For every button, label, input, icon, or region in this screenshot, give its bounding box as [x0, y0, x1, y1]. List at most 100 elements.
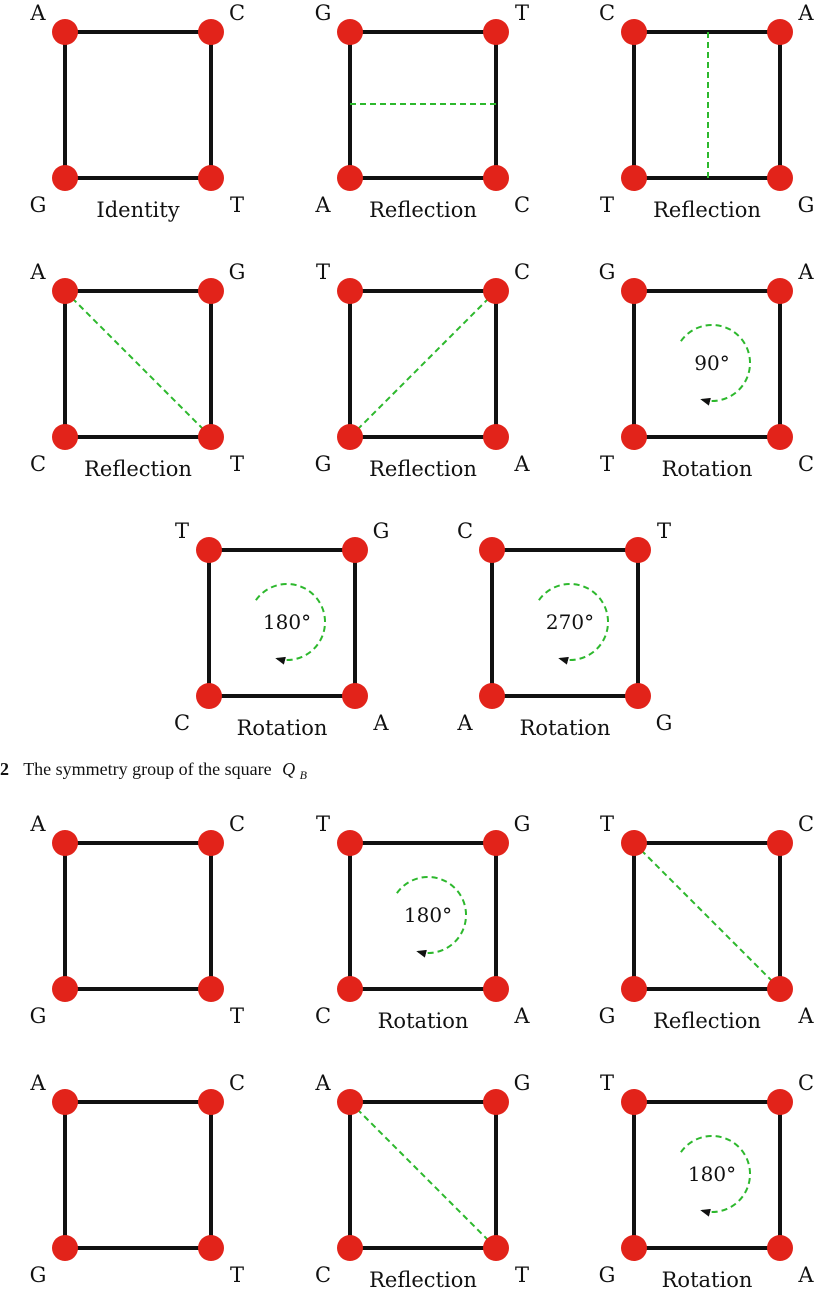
vertex-bottom-left [52, 424, 78, 450]
corner-label-top-left: A [29, 260, 46, 284]
reflection-axis-diagonal [64, 290, 212, 438]
square-outline [490, 548, 640, 698]
vertex-top-left [337, 830, 363, 856]
corner-label-bottom-right: A [513, 1004, 530, 1028]
corner-label-top-right: C [229, 1, 245, 25]
corner-label-bottom-left: G [315, 452, 332, 476]
corner-label-bottom-left: C [174, 711, 190, 735]
corner-label-bottom-left: G [30, 1004, 47, 1028]
vertex-top-right [767, 1089, 793, 1115]
operation-caption: Rotation [662, 457, 753, 481]
corner-label-top-left: G [599, 260, 616, 284]
operation-caption: Reflection [369, 1268, 477, 1292]
vertex-bottom-left [52, 976, 78, 1002]
figure-caption-text: The symmetry group of the square [23, 759, 271, 779]
vertex-top-right [483, 1089, 509, 1115]
vertex-top-right [767, 830, 793, 856]
operation-caption: Reflection [653, 1009, 761, 1033]
corner-label-top-left: A [314, 1071, 331, 1095]
operation-caption: Reflection [653, 198, 761, 222]
vertex-bottom-left [621, 165, 647, 191]
vertex-top-right [767, 19, 793, 45]
corner-label-top-left: T [316, 812, 330, 836]
vertex-top-right [342, 537, 368, 563]
corner-label-bottom-right: A [797, 1004, 814, 1028]
corner-label-top-left: T [600, 1071, 614, 1095]
reflection-axis-diagonal [633, 842, 781, 990]
corner-label-bottom-left: G [599, 1004, 616, 1028]
square-outline [63, 1100, 213, 1250]
corner-label-bottom-right: T [230, 1263, 244, 1287]
corner-label-bottom-right: A [372, 711, 389, 735]
square-outline [632, 841, 782, 991]
square-outline [632, 1100, 782, 1250]
corner-label-top-right: A [797, 260, 814, 284]
corner-label-bottom-right: A [797, 1263, 814, 1287]
corner-label-bottom-left: A [456, 711, 473, 735]
corner-label-bottom-right: T [230, 193, 244, 217]
corner-label-top-left: T [175, 519, 189, 543]
vertex-top-left [621, 278, 647, 304]
vertex-top-left [52, 1089, 78, 1115]
vertex-top-left [337, 1089, 363, 1115]
corner-label-bottom-left: T [600, 452, 614, 476]
vertex-bottom-right [198, 165, 224, 191]
vertex-top-right [483, 19, 509, 45]
vertex-bottom-right [342, 683, 368, 709]
corner-label-top-right: C [514, 260, 530, 284]
corner-label-bottom-left: G [599, 1263, 616, 1287]
vertex-bottom-right [625, 683, 651, 709]
operation-caption: Rotation [520, 716, 611, 740]
corner-label-top-left: A [29, 1071, 46, 1095]
vertex-bottom-left [337, 976, 363, 1002]
corner-label-top-right: T [515, 1, 529, 25]
corner-label-top-right: C [229, 812, 245, 836]
rotation-angle-label: 180° [404, 903, 452, 927]
vertex-bottom-left [479, 683, 505, 709]
corner-label-top-right: G [229, 260, 246, 284]
corner-label-top-left: A [29, 1, 46, 25]
vertex-top-left [52, 19, 78, 45]
corner-label-top-right: G [373, 519, 390, 543]
corner-label-top-right: A [797, 1, 814, 25]
vertex-bottom-right [483, 424, 509, 450]
corner-label-bottom-right: G [798, 193, 815, 217]
vertex-top-left [621, 19, 647, 45]
vertex-top-left [621, 1089, 647, 1115]
corner-label-top-left: G [315, 1, 332, 25]
rotation-arc [255, 583, 327, 665]
reflection-axis-diagonal [349, 1101, 497, 1249]
square-outline [63, 289, 213, 439]
vertex-bottom-right [767, 976, 793, 1002]
rotation-arc [396, 876, 468, 958]
vertex-top-right [483, 278, 509, 304]
corner-label-bottom-right: C [798, 452, 814, 476]
corner-label-top-right: T [657, 519, 671, 543]
vertex-bottom-left [621, 424, 647, 450]
operation-caption: Reflection [369, 198, 477, 222]
corner-label-bottom-right: T [230, 452, 244, 476]
vertex-bottom-right [198, 976, 224, 1002]
vertex-bottom-left [337, 165, 363, 191]
square-outline [348, 1100, 498, 1250]
corner-label-bottom-left: A [314, 193, 331, 217]
vertex-bottom-left [52, 165, 78, 191]
vertex-top-left [337, 278, 363, 304]
vertex-bottom-left [337, 424, 363, 450]
vertex-bottom-right [767, 165, 793, 191]
rotation-angle-label: 180° [263, 610, 311, 634]
vertex-bottom-right [767, 1235, 793, 1261]
corner-label-top-right: G [514, 812, 531, 836]
vertex-top-left [196, 537, 222, 563]
operation-caption: Identity [96, 198, 179, 222]
